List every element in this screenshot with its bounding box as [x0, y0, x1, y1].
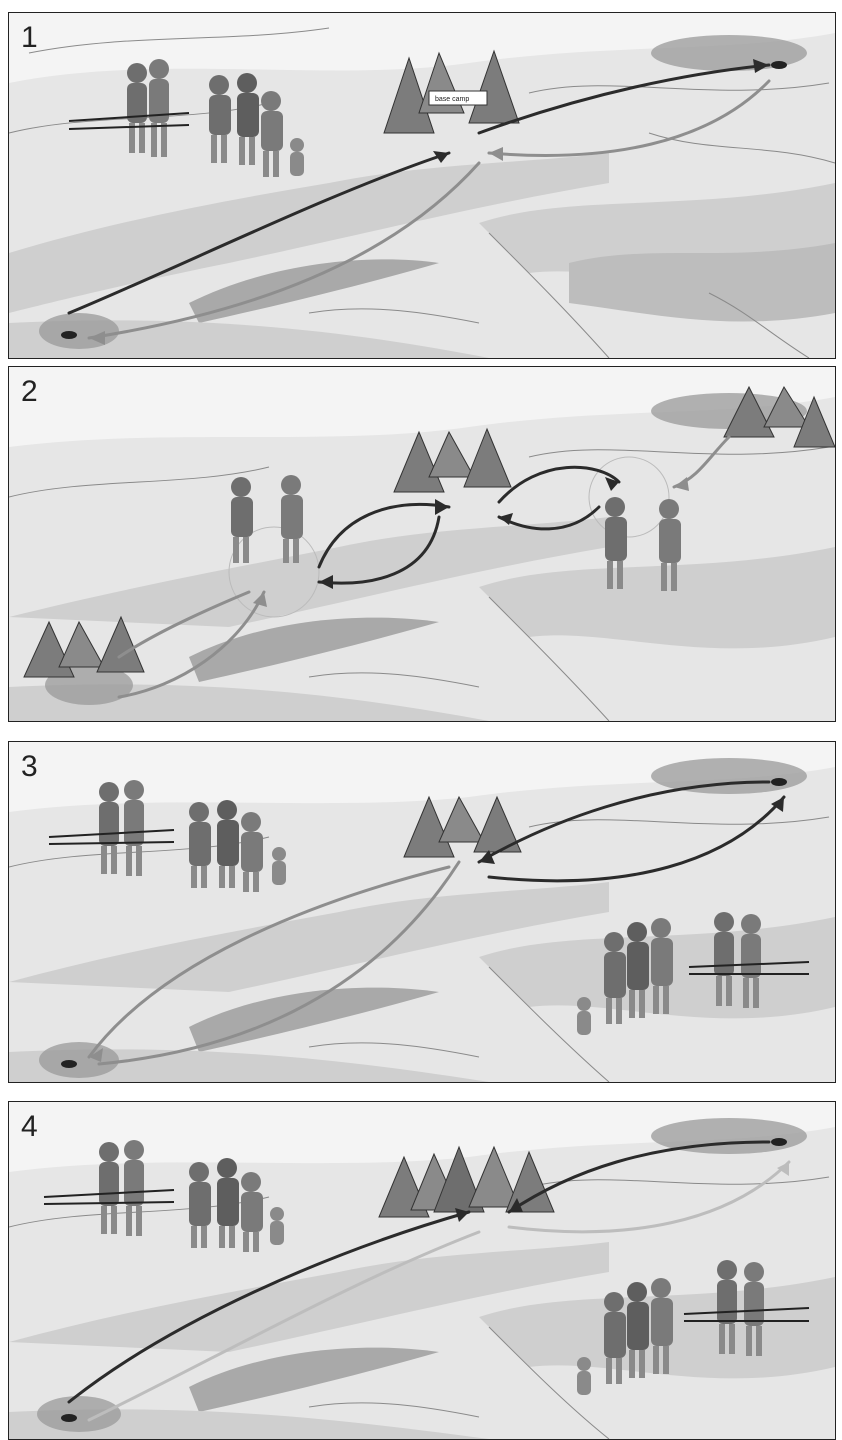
- panel-4: 4: [8, 1101, 836, 1440]
- panel-1-scene: base camp: [9, 13, 835, 358]
- panel-3-scene: [9, 742, 835, 1082]
- sign: base camp: [429, 91, 487, 105]
- panel-2-scene: [9, 367, 835, 721]
- person-icon: [577, 1357, 591, 1395]
- sign-label: base camp: [435, 96, 469, 103]
- panel-number: 2: [21, 375, 38, 409]
- resource-patch: [651, 758, 807, 794]
- resource-patch: [39, 313, 119, 349]
- person-icon: [272, 847, 286, 885]
- panel-number: 1: [21, 21, 38, 55]
- panel-number: 3: [21, 750, 38, 784]
- panel-4-scene: [9, 1102, 835, 1439]
- resource-patch: [37, 1396, 121, 1432]
- panel-number: 4: [21, 1110, 38, 1144]
- panel-3: 3: [8, 741, 836, 1083]
- panel-2: 2: [8, 366, 836, 722]
- panel-1: 1: [8, 12, 836, 359]
- person-icon: [577, 997, 591, 1035]
- resource-patch: [39, 1042, 119, 1078]
- person-icon: [290, 138, 304, 176]
- person-icon: [270, 1207, 284, 1245]
